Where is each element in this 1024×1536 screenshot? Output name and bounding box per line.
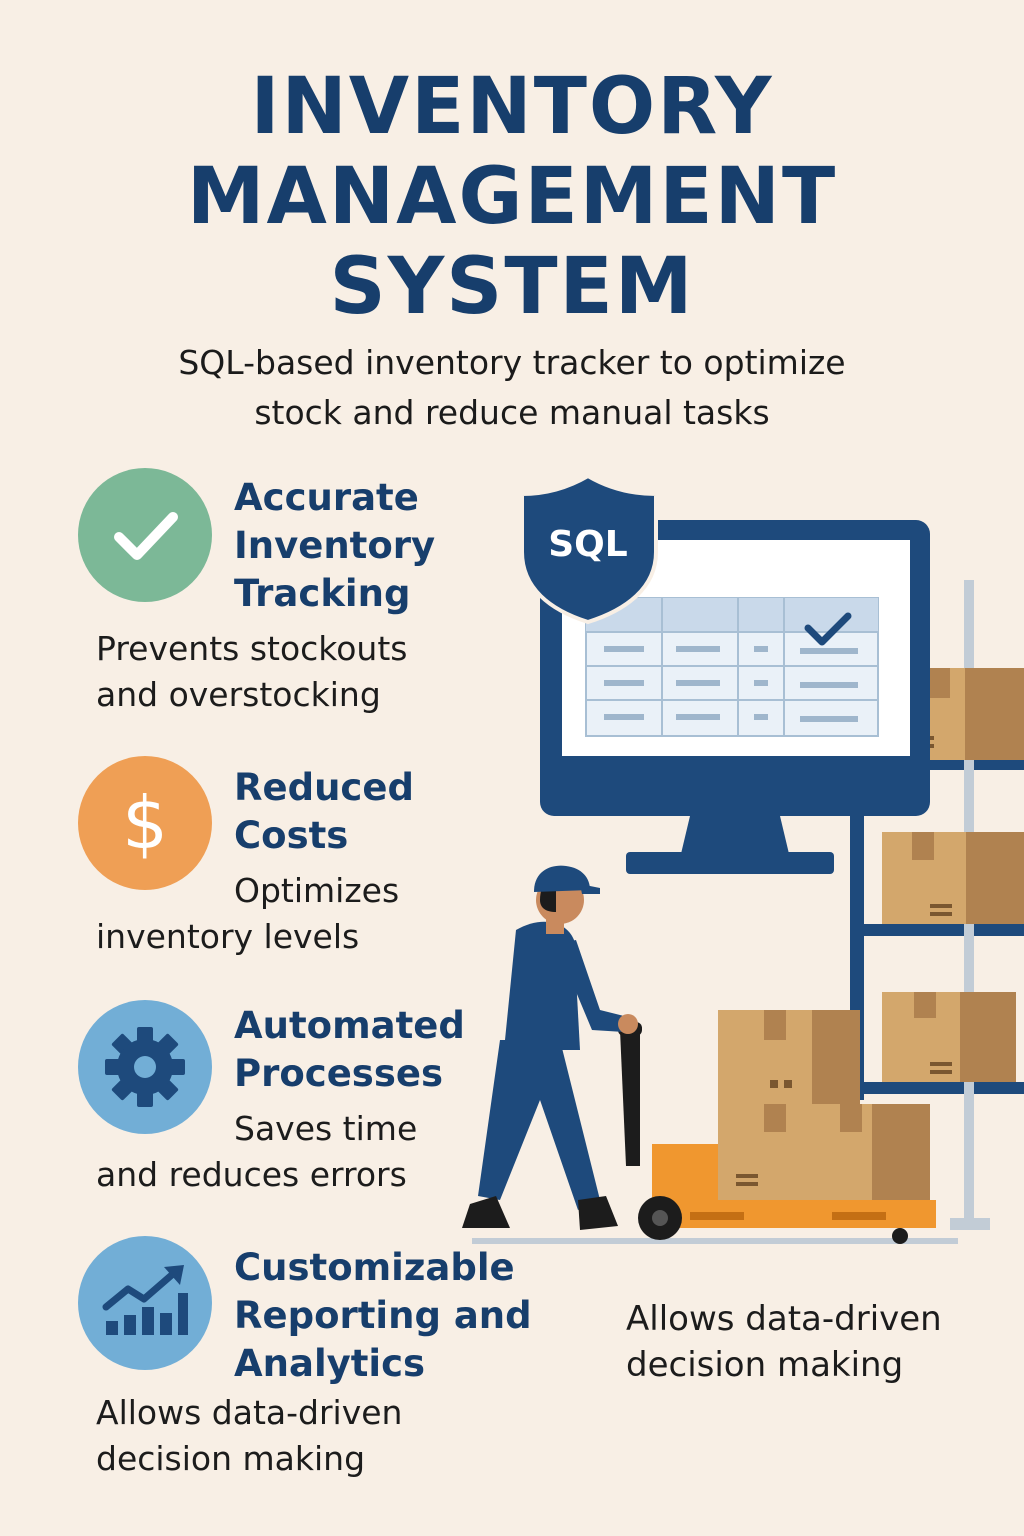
gear-icon	[105, 1027, 185, 1107]
feature-icon-circle	[78, 1236, 212, 1370]
check-icon	[804, 612, 852, 646]
title-line-2: MANAGEMENT	[186, 152, 838, 242]
feature-title-line: Automated	[234, 1004, 465, 1047]
feature-title-line: Tracking	[234, 572, 411, 615]
page-title: INVENTORY MANAGEMENT SYSTEM	[0, 62, 1024, 332]
pallet-box	[718, 1104, 822, 1200]
sql-shield: SQL	[520, 473, 658, 625]
feature-desc-line: Optimizes	[234, 871, 400, 910]
worker	[462, 865, 638, 1230]
pallet-box	[822, 1104, 930, 1200]
chart-icon	[102, 1265, 188, 1335]
feature-desc-line: and overstocking	[96, 675, 381, 714]
feature-desc-line: inventory levels	[96, 917, 360, 956]
feature-desc-line: Prevents stockouts	[96, 629, 408, 668]
feature-title-line: Analytics	[234, 1342, 426, 1385]
side-desc-line-2: decision making	[626, 1345, 904, 1385]
warehouse-illustration: SQL	[462, 473, 1024, 1244]
shelf-box	[882, 992, 1016, 1082]
spreadsheet	[585, 597, 879, 737]
shelf-box	[898, 668, 1024, 760]
floor-line	[472, 1238, 958, 1244]
feature-desc-line: and reduces errors	[96, 1155, 407, 1194]
feature-description: Allows data-driven decision making	[96, 1390, 402, 1482]
feature-icon-circle	[78, 468, 212, 602]
feature-desc-line: decision making	[96, 1439, 366, 1478]
feature-title: Automated Processes	[234, 1002, 465, 1098]
feature-icon-circle: $	[78, 756, 212, 890]
dollar-icon: $	[122, 781, 168, 865]
shelf-box	[882, 832, 1024, 924]
feature-title-line: Costs	[234, 814, 349, 857]
feature-description: Prevents stockouts and overstocking	[96, 626, 407, 718]
subtitle-line-2: stock and reduce manual tasks	[254, 393, 770, 432]
feature-icon-circle	[78, 1000, 212, 1134]
feature-title: Accurate Inventory Tracking	[234, 474, 435, 618]
feature-desc-line: Saves time	[234, 1109, 418, 1148]
title-line-3: SYSTEM	[329, 242, 695, 332]
feature-desc-line: Allows data-driven	[96, 1393, 403, 1432]
feature-description: Saves time and reduces errors	[96, 1106, 417, 1198]
feature-title-line: Accurate	[234, 476, 419, 519]
title-line-1: INVENTORY	[250, 62, 774, 152]
pallet-box	[718, 1010, 860, 1104]
subtitle: SQL-based inventory tracker to optimize …	[0, 338, 1024, 438]
subtitle-line-1: SQL-based inventory tracker to optimize	[178, 343, 846, 382]
feature-description: Optimizes inventory levels	[96, 868, 399, 960]
feature-title-line: Customizable	[234, 1246, 515, 1289]
feature-title-line: Inventory	[234, 524, 436, 567]
pallet-jack	[618, 1022, 936, 1244]
feature-title: Reduced Costs	[234, 764, 414, 860]
feature-title-line: Reduced	[234, 766, 414, 809]
sql-shield-label: SQL	[548, 524, 627, 565]
check-icon	[114, 512, 178, 560]
feature-title: Customizable Reporting and Analytics	[234, 1244, 532, 1388]
side-desc-line-1: Allows data-driven	[626, 1299, 942, 1339]
side-description: Allows data-driven decision making	[626, 1296, 942, 1388]
feature-title-line: Processes	[234, 1052, 443, 1095]
feature-title-line: Reporting and	[234, 1294, 532, 1337]
svg-text:$: $	[122, 781, 168, 865]
